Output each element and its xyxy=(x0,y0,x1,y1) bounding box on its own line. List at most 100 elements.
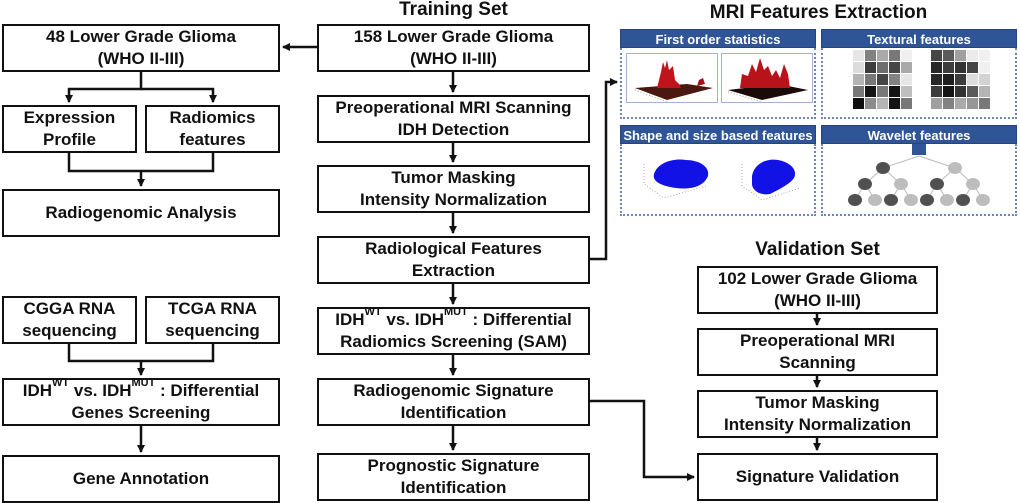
tree-node xyxy=(868,194,882,206)
wt-superscript: WT xyxy=(52,377,70,389)
texture-cell xyxy=(901,86,912,97)
tree-node xyxy=(930,178,944,190)
texture-cell xyxy=(853,98,864,109)
tree-node xyxy=(876,162,890,174)
panel-body xyxy=(620,144,816,216)
signature-validation-box: Signature Validation xyxy=(697,453,938,501)
arrow-merge-rna xyxy=(67,343,215,363)
texture-cell xyxy=(955,98,966,109)
cgga-rna-box: CGGA RNA sequencing xyxy=(2,296,137,344)
box-text: Preoperational MRI Scanning xyxy=(335,98,572,117)
differential-radiomics-box: IDHWT vs. IDHMUT : Differential Radiomic… xyxy=(317,307,590,355)
texture-cell xyxy=(889,62,900,73)
texture-cell xyxy=(877,98,888,109)
tree-node xyxy=(948,162,962,174)
box-text: features xyxy=(179,130,246,149)
box-text: Identification xyxy=(400,478,507,497)
box-text: Intensity Normalization xyxy=(359,190,548,209)
panel-shape-size-features: Shape and size based features xyxy=(620,125,816,216)
texture-cell xyxy=(955,86,966,97)
tcga-rna-box: TCGA RNA sequencing xyxy=(145,296,280,344)
texture-cell xyxy=(901,50,912,61)
panel-header: Shape and size based features xyxy=(620,125,816,144)
texture-cell xyxy=(955,50,966,61)
box-text: IDHWT vs. IDHMUT : Differential xyxy=(335,307,572,331)
tree-node xyxy=(966,178,980,190)
training-set-title: Training Set xyxy=(399,0,508,20)
box-text: Radiomics xyxy=(169,108,256,127)
box-text: Radiogenomic Analysis xyxy=(45,203,237,222)
box-text: Tumor Masking xyxy=(755,393,880,412)
texture-cell xyxy=(931,50,942,61)
validation-mri-scanning-box: Preoperational MRI Scanning xyxy=(697,328,938,376)
texture-cell xyxy=(943,62,954,73)
box-text: Identification xyxy=(400,403,507,422)
features-extraction-box: Radiological Features Extraction xyxy=(317,236,590,284)
box-text: sequencing xyxy=(165,321,260,340)
3d-histogram-icon xyxy=(634,60,713,102)
box-text: 158 Lower Grade Glioma xyxy=(353,27,554,46)
box-text: (WHO II-III) xyxy=(410,49,497,68)
texture-cell xyxy=(853,50,864,61)
arrow-merge-analysis xyxy=(67,153,215,173)
differential-text: : Differential xyxy=(467,310,572,329)
box-text: Scanning xyxy=(779,353,856,372)
radiomics-features-box: Radiomics features xyxy=(145,105,280,153)
texture-cell xyxy=(931,74,942,85)
mri-features-title: MRI Features Extraction xyxy=(709,2,928,23)
mri-scanning-box: Preoperational MRI Scanning IDH Detectio… xyxy=(317,95,590,143)
panel-header: Textural features xyxy=(821,29,1017,48)
box-text: Profile xyxy=(43,130,96,149)
box-text: 48 Lower Grade Glioma xyxy=(46,27,236,46)
idh-text: IDH xyxy=(335,310,365,329)
3d-tumor-shape-icon xyxy=(643,159,801,201)
box-text: CGGA RNA xyxy=(23,299,116,318)
texture-cell xyxy=(865,62,876,73)
box-text: IDH Detection xyxy=(397,120,510,139)
texture-cell xyxy=(877,62,888,73)
tumor-masking-box: Tumor Masking Intensity Normalization xyxy=(317,165,590,213)
tree-node xyxy=(884,194,898,206)
prognostic-signature-box: Prognostic Signature Identification xyxy=(317,453,590,501)
texture-cell xyxy=(889,50,900,61)
wavelet-tree-icon xyxy=(848,144,990,206)
texture-cell xyxy=(967,86,978,97)
tree-node xyxy=(940,194,954,206)
texture-cell xyxy=(967,98,978,109)
texture-cell xyxy=(901,74,912,85)
texture-cell xyxy=(889,74,900,85)
box-text: Gene Annotation xyxy=(72,469,210,488)
texture-cell xyxy=(901,98,912,109)
box-text: Radiomics Screening (SAM) xyxy=(340,332,567,351)
validation-set-title: Validation Set xyxy=(755,239,880,260)
radiogenomic-analysis-box: Radiogenomic Analysis xyxy=(2,189,280,237)
cohort-48-box: 48 Lower Grade Glioma (WHO II-III) xyxy=(2,24,280,72)
box-text: Intensity Normalization xyxy=(723,415,912,434)
texture-cell xyxy=(943,74,954,85)
box-text: Radiological Features xyxy=(365,239,542,258)
texture-cell xyxy=(979,74,990,85)
box-text: Extraction xyxy=(411,261,496,280)
panel-textural-features: Textural features xyxy=(821,29,1017,119)
box-text: Prognostic Signature xyxy=(367,456,540,475)
texture-cell xyxy=(943,50,954,61)
panel-body xyxy=(821,144,1017,216)
box-text: Genes Screening xyxy=(71,403,211,422)
texture-cell xyxy=(955,62,966,73)
tree-node xyxy=(894,178,908,190)
texture-cell xyxy=(865,50,876,61)
texture-cell xyxy=(955,74,966,85)
texture-cell xyxy=(943,98,954,109)
texture-cell xyxy=(967,50,978,61)
box-text: IDHWT vs. IDHMUT : Differential xyxy=(23,377,259,402)
tree-node xyxy=(920,194,934,206)
expression-profile-box: Expression Profile xyxy=(2,105,137,153)
histogram-plot-1 xyxy=(626,53,718,103)
texture-cell xyxy=(967,74,978,85)
idh-text: vs. IDH xyxy=(69,381,132,400)
texture-cell xyxy=(889,98,900,109)
box-text: 102 Lower Grade Glioma xyxy=(717,269,918,288)
tree-node xyxy=(976,194,990,206)
box-text: sequencing xyxy=(22,321,117,340)
panel-header: Wavelet features xyxy=(821,125,1017,144)
